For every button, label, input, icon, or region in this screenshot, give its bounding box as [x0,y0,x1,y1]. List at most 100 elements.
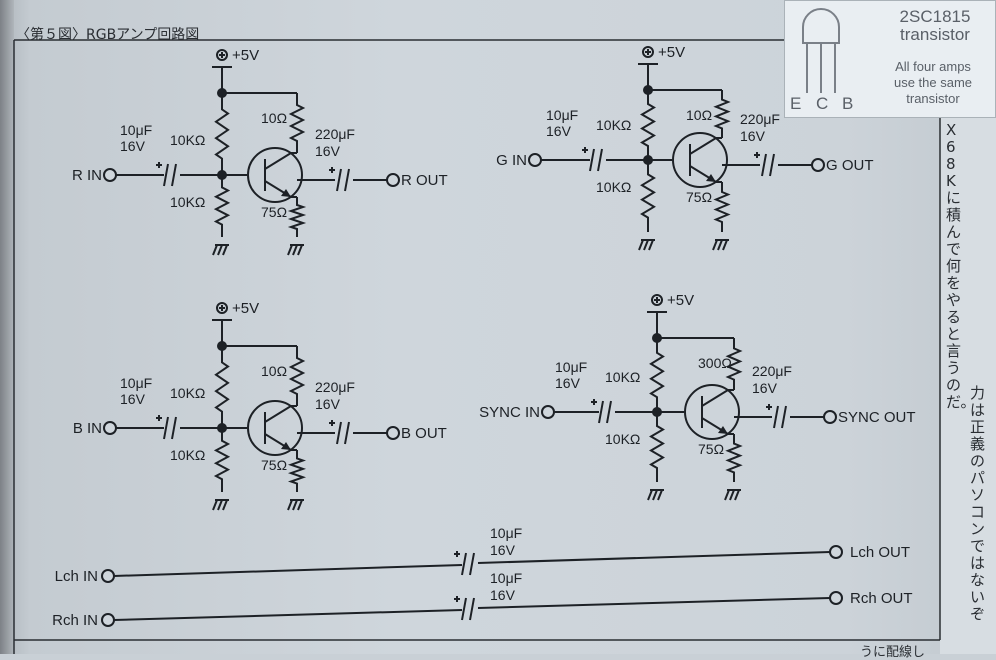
page-gutter [0,0,14,654]
ground-hatch [657,489,663,501]
wire [113,609,463,621]
side-text-2: 力は正義のパソコンではないぞ [970,384,986,623]
ground-hatch [217,244,223,256]
audio-cap-value: 10μF [490,570,522,586]
output-cap-voltage: 16V [315,396,341,412]
output-cap-value: 220μF [740,111,780,127]
bias-top-resistor-icon [214,93,230,175]
terminal-icon [103,168,117,182]
inset-note-line-1: All four amps [895,59,971,74]
terminal-icon [103,421,117,435]
ground-hatch [292,499,298,511]
side-text-1: X68Kに積んで何をやると言うのだ。 [946,121,976,411]
collector-resistor-icon [713,90,731,138]
terminal-icon [829,545,843,559]
ground-hatch [734,489,740,501]
pin-label-e: E [790,94,802,113]
output-cap-value: 220μF [315,379,355,395]
bias-top-value: 10KΩ [170,132,205,148]
collector-resistor-icon [725,338,743,390]
output-capacitor-icon [761,153,775,177]
audio-cap-value: 10μF [490,525,522,541]
output-capacitor-icon [336,421,350,445]
audio-capacitor-icon [461,597,475,621]
output-cap-value: 220μF [315,126,355,142]
emitter-resistor-icon [725,434,743,482]
bias-bottom-value: 10KΩ [170,194,205,210]
output-label: SYNC OUT [838,409,916,426]
input-cap-voltage: 16V [120,391,146,407]
audio-capacitor-icon [461,552,475,576]
ground-hatch [217,499,223,511]
supply-terminal-icon [216,302,228,314]
ground-hatch [287,499,293,511]
supply-label: +5V [232,300,259,317]
part-number: 2SC1815 [899,7,971,26]
terminal-icon [386,173,400,187]
transistor-pinout-inset: E C B 2SC1815 transistor All four amps u… [784,0,996,118]
output-label: G OUT [826,157,874,174]
inset-note-line-3: transistor [906,91,960,106]
supply-terminal-icon [642,46,654,58]
transistor-collector [264,405,292,423]
text-column [940,105,996,654]
supply-terminal-icon [216,49,228,61]
input-label: B IN [73,420,102,437]
input-capacitor-icon [589,148,603,172]
figure-heading: 〈第５図〉RGBアンプ回路図 [16,27,200,43]
bias-top-resistor-icon [214,346,230,428]
audio-input-label: Rch IN [52,612,98,629]
terminal-icon [829,591,843,605]
input-cap-value: 10μF [555,359,587,375]
input-label: SYNC IN [479,404,540,421]
wire [477,551,831,564]
pin-label-b: B [842,94,854,113]
emitter-arrow-icon [706,174,716,182]
output-cap-voltage: 16V [752,380,778,396]
transistor-icon [672,132,728,188]
emitter-resistor-icon [287,450,307,492]
collector-res-value: 10Ω [686,107,712,123]
input-label: R IN [72,167,102,184]
ground-hatch [638,239,644,251]
bias-top-value: 10KΩ [596,117,631,133]
input-capacitor-icon [163,163,177,187]
terminal-icon [386,426,400,440]
pin-label-c: C [816,94,829,113]
input-cap-voltage: 16V [120,138,146,154]
terminal-icon [101,613,115,627]
terminal-icon [541,405,555,419]
collector-resistor-icon [288,346,306,406]
collector-res-value: 300Ω [698,355,732,371]
input-cap-value: 10μF [120,122,152,138]
bottom-text: うに配線し [860,645,926,660]
terminal-icon [101,569,115,583]
ground-hatch [212,244,218,256]
audio-input-label: Lch IN [55,568,98,585]
ground-hatch [717,239,723,251]
supply-label: +5V [658,44,685,61]
ground-hatch [729,489,735,501]
output-cap-voltage: 16V [740,128,766,144]
part-kind: transistor [900,25,970,44]
output-label: R OUT [401,172,448,189]
bias-bottom-value: 10KΩ [170,447,205,463]
input-capacitor-icon [598,400,612,424]
transistor-collector [701,389,729,407]
emitter-resistor-icon [287,197,307,237]
bias-top-resistor-icon [640,90,656,160]
ground-hatch [287,244,293,256]
output-capacitor-icon [336,168,350,192]
ground-hatch [212,499,218,511]
emitter-arrow-icon [718,426,728,434]
collector-res-value: 10Ω [261,110,287,126]
input-cap-voltage: 16V [546,123,572,139]
supply-terminal-icon [651,294,663,306]
